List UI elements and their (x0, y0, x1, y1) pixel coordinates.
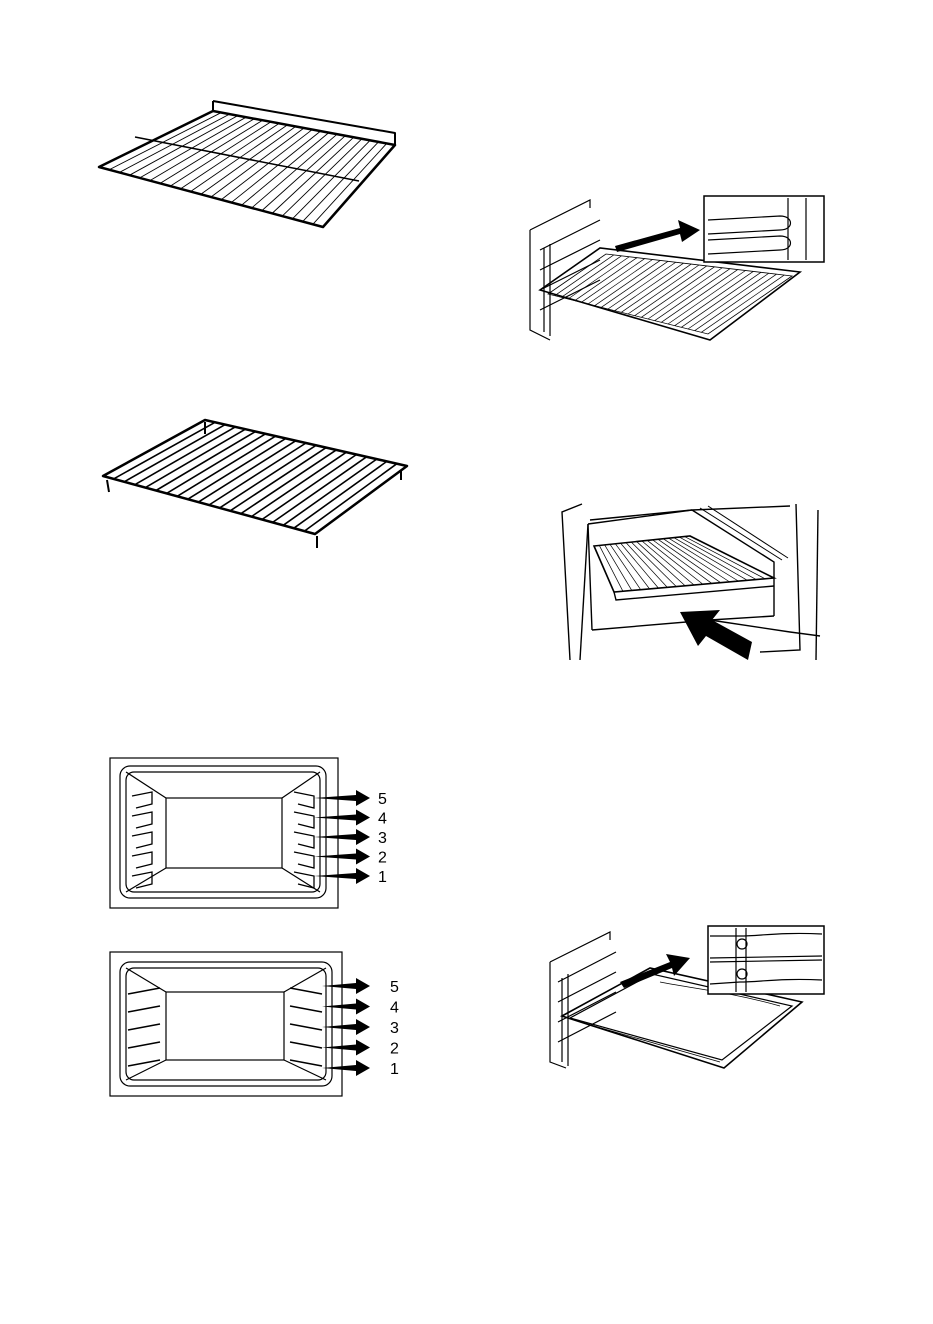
flat-wire-shelf-illustration (95, 95, 415, 235)
shelf-bar (635, 266, 707, 316)
shelf-bar (681, 272, 761, 327)
shelf-positions-wire-diagram: 5 4 3 2 1 (108, 950, 418, 1100)
oven-cavity-shelf-illustration (560, 500, 822, 662)
shelf-bar (211, 128, 304, 197)
shelf-level-label: 1 (378, 869, 387, 886)
shelf-bar (561, 256, 621, 298)
shelf-bar (695, 274, 777, 331)
rack-bar (251, 452, 346, 516)
shelf-bar (242, 133, 329, 206)
shelf-level-label: 5 (390, 979, 399, 996)
shelf-level-label: 4 (378, 811, 387, 828)
level-arrow (314, 868, 370, 884)
shelf-bar (272, 137, 354, 213)
rack-bar (167, 434, 266, 494)
rack-bar (283, 459, 377, 525)
rack-bar (304, 464, 397, 531)
wire-runner (290, 1024, 322, 1030)
shelf-bar (621, 264, 691, 312)
side-runner (132, 812, 314, 828)
level-arrow (322, 1019, 370, 1035)
shelf-bar (655, 269, 730, 321)
shelf-bar (555, 255, 614, 296)
shelf-insertion-runners-illustration (520, 190, 840, 350)
shelf-bar (575, 258, 637, 301)
level-arrow (322, 978, 370, 994)
shelf-bar (701, 275, 784, 332)
rack-bar (220, 445, 317, 508)
wire-runner (290, 1042, 322, 1048)
rack-bar (198, 441, 296, 502)
wire-runner (290, 988, 322, 994)
shelf-bar (610, 544, 641, 589)
shelf-level-label: 2 (378, 850, 387, 867)
shelf-bar (647, 540, 703, 584)
shelf-bar (628, 265, 699, 314)
rack-bar (145, 429, 245, 487)
shelf-level-label: 3 (390, 1020, 399, 1037)
shelf-level-label: 4 (390, 1000, 399, 1017)
rack-bar (114, 422, 216, 479)
wire-runner (128, 1006, 160, 1012)
shelf-level-label: 2 (390, 1041, 399, 1058)
shelf-bar (615, 544, 649, 589)
rack-bar (135, 427, 236, 485)
level-arrow (322, 1060, 370, 1076)
shelf-bar (688, 273, 769, 329)
level-arrow (314, 829, 370, 845)
level-arrow (322, 999, 370, 1015)
rack-bar (124, 425, 225, 482)
shelf-level-label: 3 (378, 830, 387, 847)
rack-bar (209, 443, 306, 505)
shelf-bar (641, 267, 714, 318)
wire-runner (128, 988, 160, 994)
shelf-bar (252, 134, 337, 208)
rack-bar (273, 457, 367, 523)
shelf-bar (608, 262, 676, 309)
shelf-level-label: 1 (390, 1061, 399, 1078)
wire-rack-illustration (95, 410, 415, 550)
baking-tray-insertion-illustration (540, 922, 830, 1072)
wire-runner (128, 1024, 160, 1030)
level-arrow (314, 790, 370, 806)
level-arrow (314, 810, 370, 826)
side-runner (132, 832, 314, 848)
wire-runner (290, 1006, 322, 1012)
side-runner (132, 852, 314, 868)
shelf-bar (615, 263, 684, 311)
level-arrow (314, 849, 370, 865)
rack-bar (294, 461, 387, 528)
shelf-positions-frame-diagram: 5 4 3 2 1 (108, 756, 418, 911)
level-arrow (322, 1040, 370, 1056)
shelf-bar (292, 140, 370, 218)
rack-bar (177, 436, 276, 496)
rack-bar (230, 448, 326, 511)
shelf-bar (648, 268, 722, 319)
shelf-bar (626, 543, 667, 588)
shelf-level-label: 5 (378, 791, 387, 808)
rack-bar (188, 438, 286, 499)
wire-runner (128, 1042, 160, 1048)
shelf-bar (262, 136, 345, 211)
rack-bar (262, 455, 357, 520)
shelf-bar (601, 261, 668, 307)
rack-bar (156, 432, 256, 491)
shelf-bar (282, 139, 362, 216)
side-runner (132, 872, 314, 888)
rack-bar (241, 450, 336, 514)
